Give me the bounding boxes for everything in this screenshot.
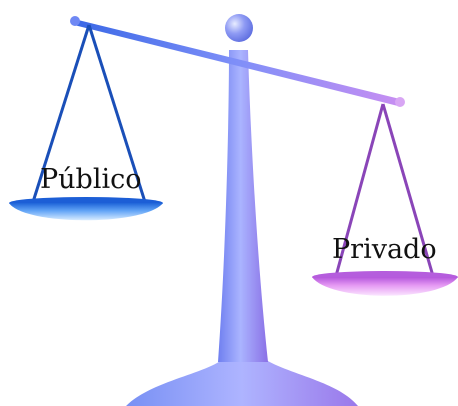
left-pan [9, 197, 163, 221]
left-pan-label: Público [40, 164, 142, 195]
beam-end-left [70, 16, 80, 26]
right-pan-strings [334, 103, 435, 277]
scale-pillar [218, 50, 268, 362]
beam-end-right [395, 97, 405, 107]
scale-base [126, 360, 358, 406]
right-pan-label: Privado [332, 234, 437, 265]
right-pan [312, 271, 458, 296]
left-pan-strings [31, 24, 147, 203]
scale-knob [225, 14, 253, 42]
scale-beam [74, 19, 400, 106]
